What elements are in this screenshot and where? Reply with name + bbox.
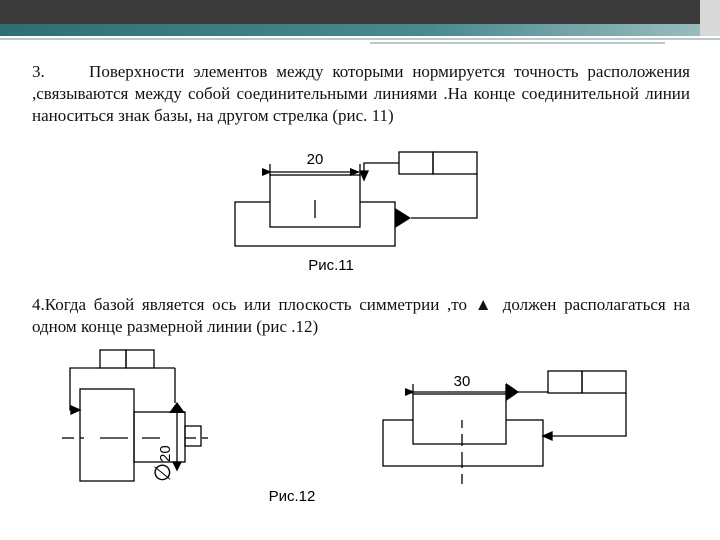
item-4-line-2: располагаться на одном конце размерной л… [32,295,691,336]
fig11-datum-triangle [395,208,411,228]
fig12-left-dimension-arrow [171,461,183,472]
fig11-datum-connector [411,174,478,219]
figure-11 [234,151,478,247]
fig11-frame-cell-1 [398,151,434,175]
fig11-boss-rect [269,174,361,228]
fig12-left-leader-arrowhead [70,404,82,416]
fig12-left-stub [184,425,202,447]
slide-divider-line-short [370,42,665,44]
fig11-leader-arrow-line [363,162,399,174]
figure-12-right [382,370,627,484]
fig12-right-base-rect [382,419,544,467]
fig12-left-frame-cell-1 [99,349,127,369]
slide-divider-line [0,38,720,40]
slide-top-bar [0,0,720,24]
diameter-icon: ∅ [150,463,175,482]
fig12-caption: Рис.12 [269,488,316,505]
fig12-right-datum-triangle [506,383,519,401]
fig11-leader-arrowhead [358,170,370,182]
slide-top-corner [700,0,720,36]
fig12-left-shaft [133,411,186,463]
fig12-right-leader-arrowhead [541,430,553,442]
fig12-right-leader [548,393,627,437]
fig12-left-leader [69,367,100,411]
paragraph-item-3: 3. Поверхности элементов между которыми … [32,61,690,127]
fig12-right-boss-rect [412,393,507,445]
item-4-line-1: 4.Когда базой является ось или плоскость… [32,295,467,314]
fig12-left-dimension-label: 20 [157,445,174,462]
fig12-left-frame-cell-2 [125,349,155,369]
fig11-dimension-label: 20 [307,151,324,168]
figure-12-left [62,349,208,482]
fig12-right-frame-cell-2 [581,370,627,394]
fig11-caption: Рис.11 [308,257,354,274]
slide-top-accent-bar [0,24,720,36]
paragraph-item-4: 4.Когда базой является ось или плоскость… [32,294,690,338]
datum-triangle-symbol: ▲ [474,295,496,314]
fig12-left-body [79,388,135,482]
item-3-text: Поверхности элементов между которыми нор… [32,62,691,125]
item-3-number: 3. [32,62,45,81]
fig11-base-rect [234,201,396,247]
fig12-right-dimension-label: 30 [454,373,471,390]
fig12-left-datum-triangle [169,402,185,413]
fig11-frame-cell-2 [432,151,478,175]
fig12-right-frame-cell-1 [547,370,583,394]
item-4-line-1-end: должен [502,295,557,314]
